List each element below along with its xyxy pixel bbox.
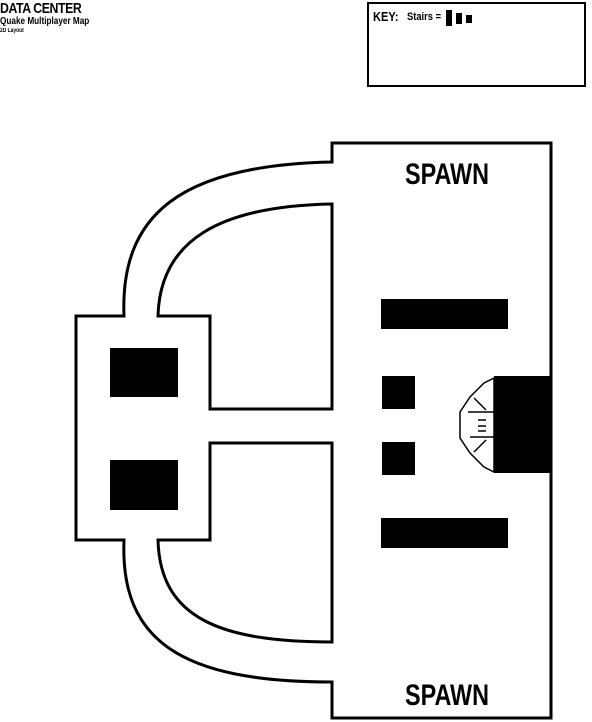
map-walls xyxy=(74,141,553,720)
map-title: DATA CENTER xyxy=(0,0,82,17)
block-lower xyxy=(382,442,415,475)
wall-bar-upper xyxy=(381,299,508,329)
stairs-legend-icon xyxy=(446,10,472,26)
legend-stairs-label: Stairs = xyxy=(407,11,442,23)
stairs-platform xyxy=(494,376,552,473)
legend-title: KEY: xyxy=(373,9,399,24)
block-upper xyxy=(382,376,415,409)
legend-box: KEY: Stairs = xyxy=(367,2,586,87)
stairs-icon xyxy=(459,376,495,474)
pillar-left-lower xyxy=(110,460,178,510)
title-block: DATA CENTER Quake Multiplayer Map 2D Lay… xyxy=(0,1,109,35)
pillar-left-upper xyxy=(110,348,178,397)
wall-bar-lower xyxy=(381,518,508,548)
spawn-label-top: SPAWN xyxy=(405,158,489,191)
map-subtitle: Quake Multiplayer Map xyxy=(0,16,90,27)
map-caption: 2D Layout xyxy=(0,28,24,34)
inner-wall-upper xyxy=(156,202,334,411)
outer-wall xyxy=(74,141,553,720)
spawn-label-bottom: SPAWN xyxy=(405,679,489,712)
inner-wall-lower xyxy=(156,441,334,644)
